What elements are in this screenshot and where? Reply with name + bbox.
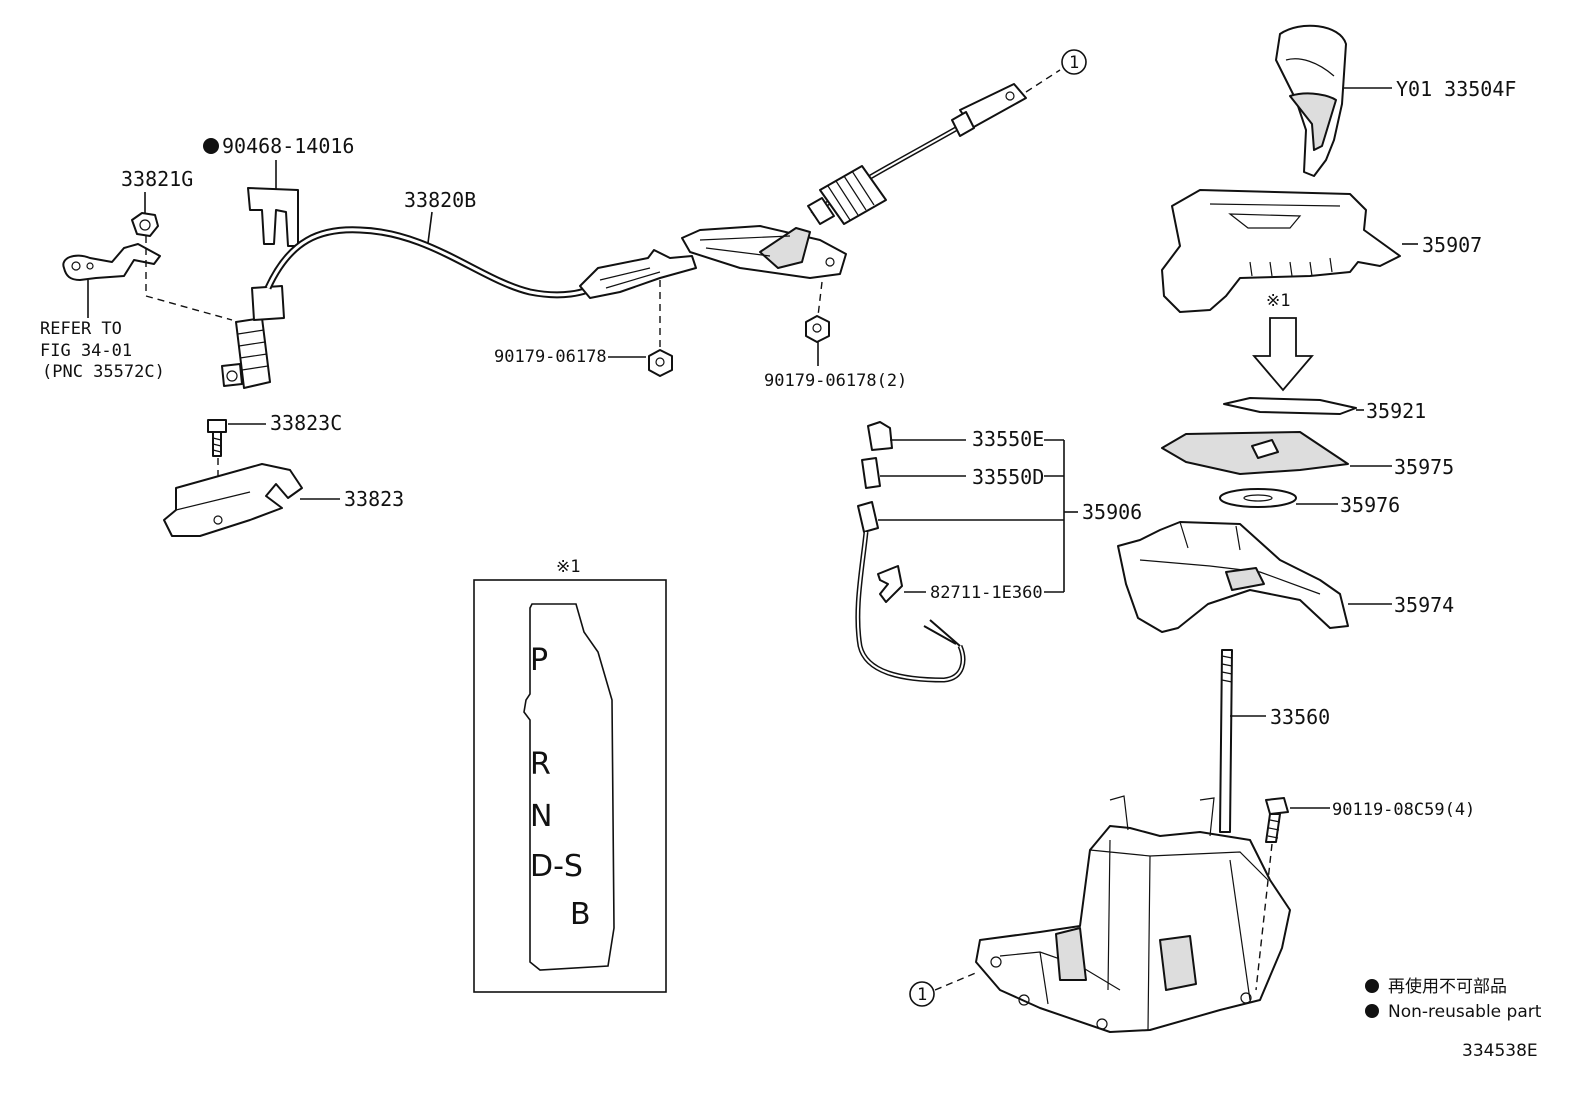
assembly-arrow [1252,317,1314,392]
label-90468-14016: 90468-14016 [222,134,354,158]
label-33823: 33823 [344,487,404,511]
clip-part [247,187,299,247]
mount-bracket-part [163,463,303,537]
bulb-part [867,421,893,451]
label-35975: 35975 [1394,455,1454,479]
label-35906: 35906 [1082,500,1142,524]
adjuster-part [807,165,887,225]
bolt-part [207,419,227,457]
disc-part [1219,488,1297,508]
flange-nut-part [648,349,673,377]
shift-lever-part [1219,649,1233,833]
gate-r: R [530,747,551,782]
label-82711-1E360: 82711-1E360 [930,583,1043,603]
callout-number: 1 [1069,53,1079,73]
gate-p: P [530,643,548,678]
flange-nut-part-2 [805,315,830,343]
label-33550D: 33550D [972,465,1044,489]
legend-bullet-jp [1365,979,1379,993]
position-cover-part [1117,521,1349,633]
label-90119-08C59-4: 90119-08C59(4) [1332,800,1475,820]
base-bolt-part [1265,797,1289,843]
bracket-part [62,243,161,281]
label-fig-34-01: FIG 34-01 [40,341,132,361]
gate-n: N [530,799,552,834]
label-33823C: 33823C [270,411,342,435]
shift-knob-part [1275,24,1347,177]
cable-end-part [951,83,1027,137]
legend-bullet-en [1365,1004,1379,1018]
plate-part [1223,397,1357,415]
indicator-housing-part [1161,189,1401,313]
gate-b: B [570,897,591,932]
label-33560: 33560 [1270,705,1330,729]
label-35907: 35907 [1422,233,1482,257]
label-pnc-35572c: (PNC 35572C) [42,362,165,382]
callout-circle-1 [1061,49,1087,75]
label-refer-to: REFER TO [40,319,122,339]
bulb-socket-part [861,457,881,489]
legend-jp: 再使用不可部品 [1388,976,1507,997]
shift-base-part [975,795,1291,1033]
label-35921: 35921 [1366,399,1426,423]
harness-part [855,501,966,683]
label-90179-06178-2: 90179-06178(2) [764,371,907,391]
gate-ds: D-S [530,849,583,884]
legend-en: Non-reusable part [1388,1002,1542,1022]
note-mark: ※1 [556,557,580,577]
nut-part [131,212,159,237]
cable-bracket-part [579,249,697,299]
callout-number-b: 1 [917,985,927,1005]
label-35974: 35974 [1394,593,1454,617]
label-35976: 35976 [1340,493,1400,517]
cable-boot-part [221,285,285,389]
label-33820B: 33820B [404,188,476,212]
slide-cover-part [1161,431,1349,475]
label-33821G: 33821G [121,167,193,191]
label-90179-06178: 90179-06178 [494,347,607,367]
non-reusable-bullet [203,138,219,154]
cable-mount-part [681,225,847,279]
label-33550E: 33550E [972,427,1044,451]
gate-pattern [523,603,615,971]
callout-circle-1b [909,981,935,1007]
figure-id: 334538E [1462,1041,1538,1061]
note-mark-arrow: ※1 [1266,291,1290,311]
shift-cable [264,226,602,299]
label-Y01-33504F: Y01 33504F [1396,77,1516,101]
